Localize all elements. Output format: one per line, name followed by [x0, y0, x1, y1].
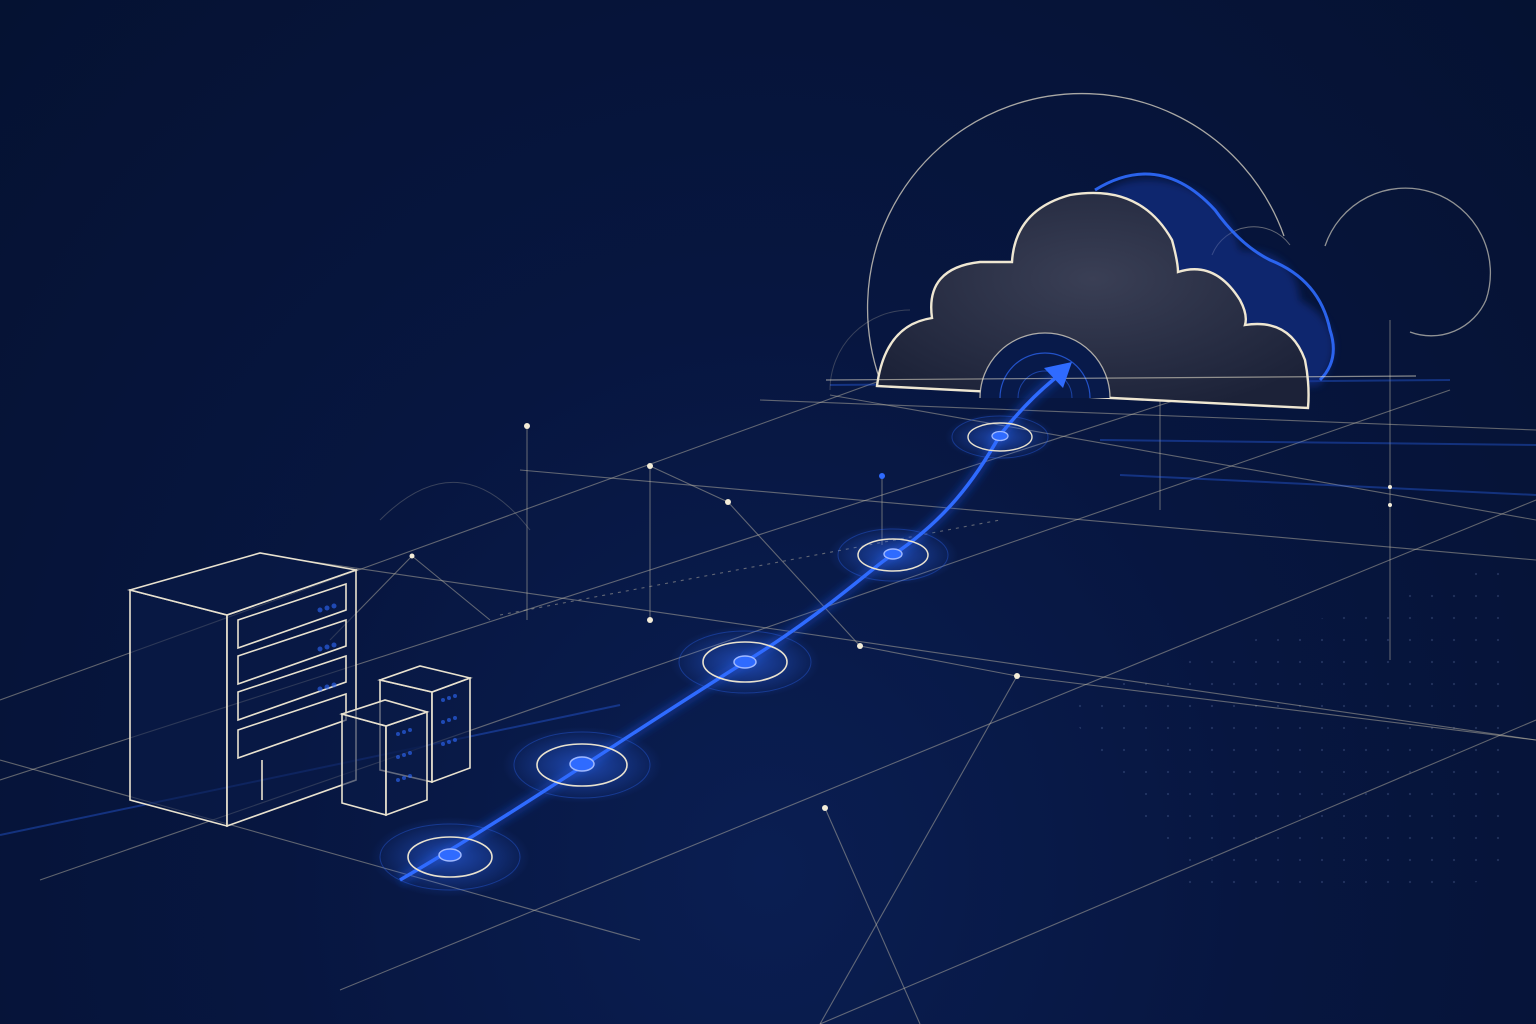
arc	[829, 309, 911, 391]
grid-line	[819, 675, 1018, 1024]
grid-dot	[725, 499, 731, 505]
cloud-outer-arc	[1324, 187, 1492, 337]
rack-bay	[237, 654, 347, 722]
grid-dot	[822, 805, 828, 811]
grid-line	[299, 559, 1536, 741]
rack-side	[129, 588, 228, 828]
grid-line	[727, 501, 861, 647]
grid-line	[339, 499, 1536, 991]
rack-top	[126, 552, 360, 616]
grid-line	[859, 645, 1018, 677]
grid-line	[411, 555, 491, 621]
path-node	[670, 626, 820, 698]
rack-top	[377, 665, 473, 693]
server-lights	[317, 603, 337, 692]
server-rack-icon	[126, 552, 473, 828]
blue-dot	[879, 473, 885, 479]
grid-dot	[1014, 673, 1020, 679]
grid-line	[519, 469, 1536, 561]
cloud-icon	[825, 92, 1492, 410]
cloud-body	[875, 191, 1310, 410]
path-node	[945, 413, 1055, 461]
rack-bay	[237, 618, 347, 686]
gateway-arc	[1017, 370, 1073, 399]
rack-bay	[237, 582, 347, 650]
grid-dot	[647, 463, 653, 469]
rack-front	[431, 676, 471, 784]
cloud-outer-arc	[866, 92, 1285, 381]
server-rack-large	[126, 552, 360, 828]
grid-line	[829, 394, 1536, 521]
path-node	[828, 525, 958, 585]
path-nodes	[370, 413, 1055, 897]
rack-side	[341, 712, 387, 817]
grid-dot	[409, 553, 415, 559]
grid-dot	[647, 617, 653, 623]
grid-dot	[524, 423, 530, 429]
arrow-head-icon	[1044, 362, 1072, 388]
grid-line	[824, 807, 921, 1024]
grid-line	[0, 759, 641, 941]
server-rack-small	[339, 699, 430, 817]
server-lights	[396, 694, 457, 782]
grid-line	[1016, 675, 1536, 741]
cloud-baseline	[825, 375, 1417, 381]
glow-line	[1119, 474, 1536, 496]
dot-field	[1060, 560, 1510, 900]
grid-line	[649, 465, 729, 503]
cloud-back-outline	[1094, 172, 1335, 382]
grid-dot	[1388, 485, 1392, 489]
grid-dots	[409, 423, 1392, 811]
glow-line	[1099, 439, 1536, 446]
arc	[379, 481, 531, 531]
grid-dot	[857, 643, 863, 649]
path-node	[502, 727, 662, 803]
grid-line	[819, 719, 1536, 1024]
path-node	[370, 817, 530, 897]
grid-line	[759, 399, 1536, 431]
rack-front	[385, 710, 428, 817]
rack-top	[339, 699, 430, 727]
background-arcs	[379, 309, 911, 531]
gateway-arc	[979, 332, 1111, 399]
grid-dot	[1388, 503, 1392, 507]
